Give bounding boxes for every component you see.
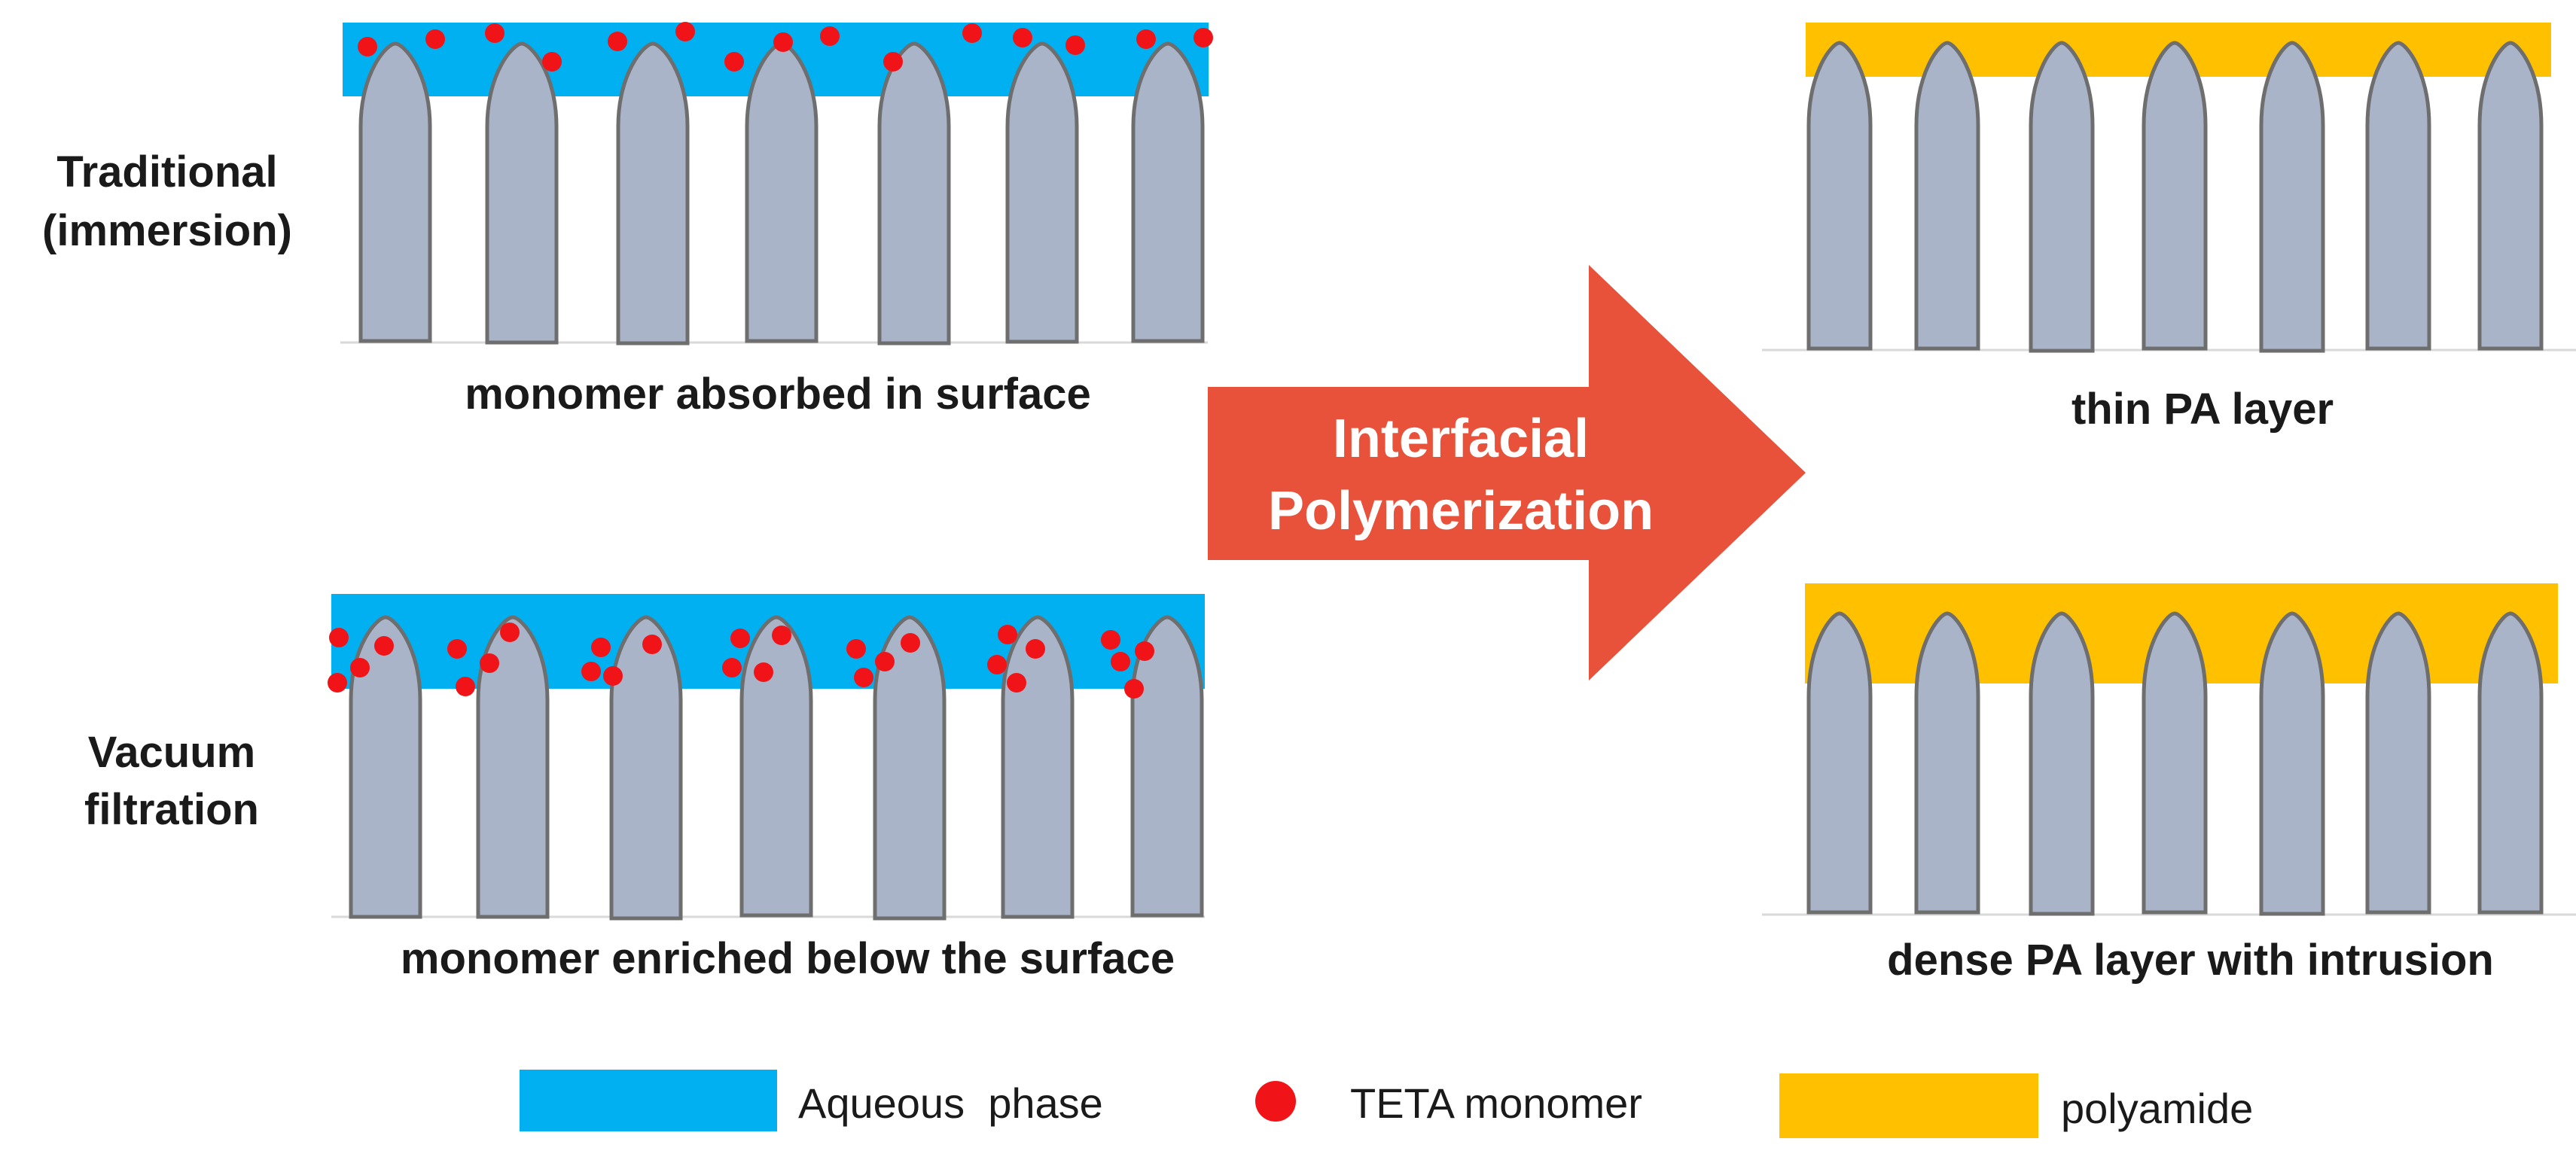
panel-vacuum-before-teta-dot xyxy=(846,639,866,659)
panel-vacuum-before-membrane-pillar xyxy=(609,615,683,921)
interfacial-polymerization-arrow xyxy=(1208,265,1806,680)
panel-traditional-before-membrane-pillar xyxy=(358,41,432,343)
panel-vacuum-before-teta-dot xyxy=(350,658,370,677)
panel-traditional-after-membrane-pillar xyxy=(2029,41,2095,353)
panel-vacuum-before-teta-dot xyxy=(772,626,791,645)
panel-vacuum-after xyxy=(1762,583,2576,916)
arrow-label-line1: Interfacial xyxy=(1332,409,1590,469)
panel-vacuum-after-membrane-pillar xyxy=(2477,611,2544,915)
panel-traditional-before-teta-dot xyxy=(485,23,505,43)
arrow-label: Interfacial Polymerization xyxy=(1268,403,1654,547)
panel-traditional-before-teta-dot xyxy=(542,52,562,72)
legend-aqueous-label: Aqueous phase xyxy=(798,1079,1103,1127)
panel-vacuum-before-teta-dot xyxy=(1111,652,1130,671)
panel-traditional-before-membrane-pillar xyxy=(1131,41,1205,343)
panel-vacuum-before-teta-dot xyxy=(456,677,475,696)
panel-traditional-before-teta-dot xyxy=(608,32,627,51)
legend-polyamide-swatch xyxy=(1779,1073,2038,1138)
panel-vacuum-before-teta-dot xyxy=(754,662,773,682)
panel-traditional-after-membrane-pillar xyxy=(1914,41,1980,351)
panel-traditional-before-teta-dot xyxy=(425,29,445,49)
row-label-vacuum-line2: filtration xyxy=(84,785,259,834)
panel-traditional-before-teta-dot xyxy=(675,22,695,41)
panel-vacuum-before-teta-dot xyxy=(998,625,1017,644)
row-label-traditional: Traditional (immersion) xyxy=(42,143,292,260)
panel-vacuum-before-teta-dot xyxy=(730,629,750,648)
panel-traditional-before-membrane-pillar xyxy=(745,41,819,343)
panel-vacuum-before-teta-dot xyxy=(480,653,499,673)
panel-vacuum-before-teta-dot xyxy=(987,655,1007,674)
legend-teta-dot xyxy=(1255,1081,1296,1122)
arrow-label-line2: Polymerization xyxy=(1267,481,1654,541)
panel-vacuum-before-teta-dot xyxy=(591,638,611,657)
panel-vacuum-before-teta-dot xyxy=(901,633,920,653)
panel-vacuum-before-teta-dot xyxy=(447,639,467,659)
panel-traditional-before-teta-dot xyxy=(1065,35,1085,55)
row-label-vacuum-line1: Vacuum xyxy=(87,728,256,777)
panel-vacuum-before-teta-dot xyxy=(581,662,601,681)
panel-vacuum-before-teta-dot xyxy=(1026,639,1045,659)
panel-traditional-after-membrane-pillar xyxy=(2259,41,2325,353)
panel-vacuum-before-membrane-pillar xyxy=(1001,615,1075,919)
panel-vacuum-before-teta-dot xyxy=(1135,641,1154,661)
panel-vacuum-after-membrane-pillar xyxy=(1806,611,1873,915)
panel-traditional-before-teta-dot xyxy=(962,23,982,43)
panel-traditional-before-teta-dot xyxy=(358,37,377,56)
panel-traditional-after-membrane-pillar xyxy=(2142,41,2208,351)
panel-vacuum-after-membrane-pillar xyxy=(2259,611,2325,916)
panel-vacuum-before-teta-dot xyxy=(854,668,873,687)
panel-vacuum-before xyxy=(328,594,1205,921)
caption-bottom-left: monomer enriched below the surface xyxy=(400,934,1175,983)
panel-traditional-before-teta-dot xyxy=(724,52,744,72)
caption-top-right: thin PA layer xyxy=(2071,385,2334,434)
legend-polyamide-label: polyamide xyxy=(2061,1085,2254,1132)
panel-traditional-before xyxy=(340,22,1213,346)
panel-vacuum-before-teta-dot xyxy=(328,673,347,693)
panel-vacuum-before-teta-dot xyxy=(374,636,394,656)
panel-vacuum-before-teta-dot xyxy=(1124,679,1144,699)
panel-vacuum-before-teta-dot xyxy=(329,628,349,647)
panel-vacuum-before-teta-dot xyxy=(1007,673,1026,693)
row-label-traditional-line2: (immersion) xyxy=(42,206,292,255)
panel-traditional-before-teta-dot xyxy=(1193,28,1213,47)
panel-vacuum-before-membrane-pillar xyxy=(739,615,813,918)
caption-bottom-right: dense PA layer with intrusion xyxy=(1887,936,2494,985)
panel-vacuum-before-teta-dot xyxy=(1101,630,1120,650)
panel-traditional-before-teta-dot xyxy=(820,26,840,46)
panel-traditional-before-teta-dot xyxy=(1013,28,1032,47)
panel-traditional-after-membrane-pillar xyxy=(2365,41,2431,351)
panel-traditional-after-membrane-pillar xyxy=(1806,41,1873,351)
legend-teta-label: TETA monomer xyxy=(1350,1079,1642,1127)
panel-traditional-before-membrane-pillar xyxy=(877,41,951,346)
panel-vacuum-before-teta-dot xyxy=(500,623,520,642)
panel-vacuum-before-teta-dot xyxy=(722,658,742,677)
panel-vacuum-before-teta-dot xyxy=(603,666,623,686)
caption-top-left: monomer absorbed in surface xyxy=(465,370,1091,419)
row-label-traditional-line1: Traditional xyxy=(56,148,278,196)
panel-traditional-before-teta-dot xyxy=(1136,29,1156,49)
panel-traditional-after xyxy=(1762,23,2576,353)
panel-traditional-before-membrane-pillar xyxy=(1005,41,1079,344)
panel-traditional-after-membrane-pillar xyxy=(2477,41,2544,351)
panel-vacuum-after-membrane-pillar xyxy=(1914,611,1980,915)
panel-traditional-before-teta-dot xyxy=(773,32,793,52)
legend-aqueous-swatch xyxy=(520,1070,777,1131)
panel-vacuum-before-teta-dot xyxy=(642,635,662,654)
panel-vacuum-after-membrane-pillar xyxy=(2029,611,2095,916)
panel-traditional-before-membrane-pillar xyxy=(616,41,690,346)
panel-traditional-before-membrane-pillar xyxy=(485,41,559,345)
panel-traditional-before-teta-dot xyxy=(883,52,903,72)
panel-vacuum-after-membrane-pillar xyxy=(2142,611,2208,915)
row-label-vacuum: Vacuum filtration xyxy=(84,724,259,839)
panel-vacuum-before-membrane-pillar xyxy=(1130,615,1204,918)
panel-vacuum-before-teta-dot xyxy=(875,652,895,671)
panel-vacuum-after-membrane-pillar xyxy=(2365,611,2431,915)
